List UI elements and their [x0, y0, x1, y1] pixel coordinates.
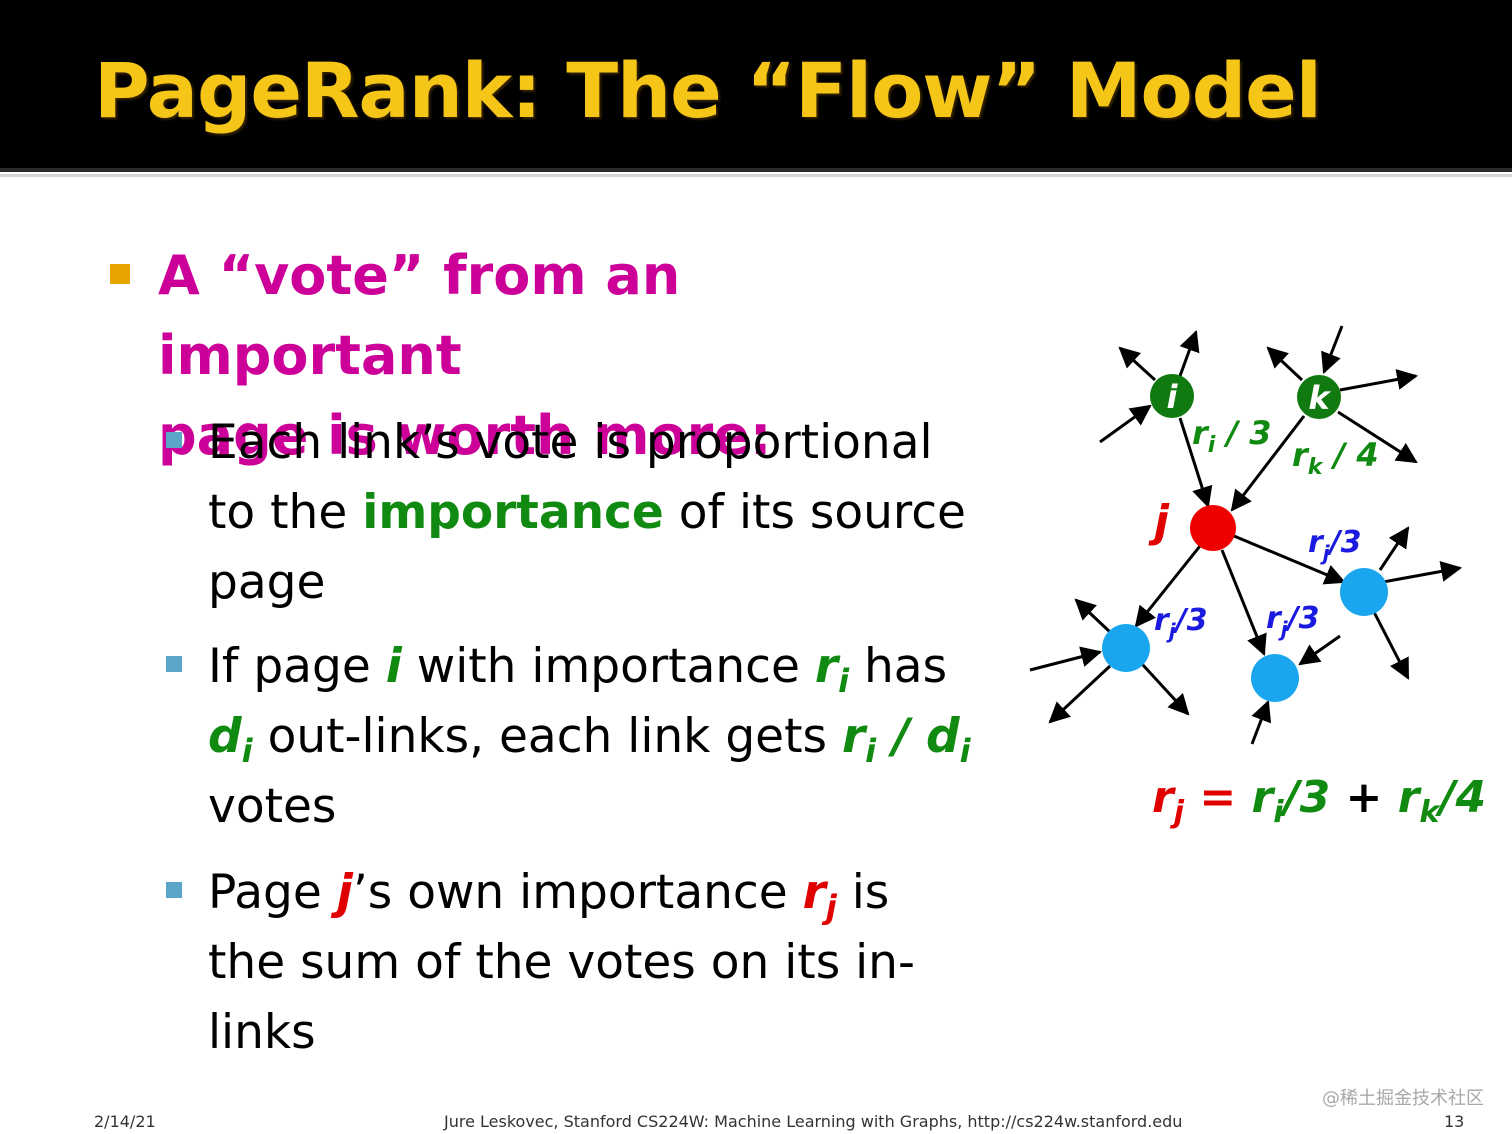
edge	[1178, 330, 1200, 377]
footer-date: 2/14/21	[94, 1112, 156, 1131]
sub-point-line: di out-links, each link gets ri / di	[208, 702, 988, 772]
var-d: d	[208, 709, 242, 764]
node-blue	[1251, 654, 1299, 702]
edge	[1372, 611, 1410, 680]
edge	[1250, 700, 1272, 745]
edge	[1298, 634, 1341, 666]
text-run: is	[836, 865, 890, 920]
sub-point-1: Each link’s vote is proportional to the …	[208, 408, 988, 618]
main-bullet-icon	[110, 264, 130, 284]
slide-title: PageRank: The “Flow” Model	[94, 46, 1322, 135]
title-divider-shadow	[0, 174, 1512, 177]
flow-equation: rj = ri/3 + rk/4	[1152, 772, 1487, 828]
var-i: i	[385, 639, 402, 694]
edge-label-rj: rj/3	[1154, 603, 1208, 643]
var-j: j	[336, 865, 353, 920]
edge-i-to-j	[1178, 417, 1213, 509]
edge-j-out	[1220, 549, 1267, 656]
sub-bullet-icon	[166, 882, 182, 898]
main-point: A “vote” from an important page is worth…	[158, 236, 978, 476]
sub-point-line: page	[208, 555, 326, 610]
text-run: out-links, each link gets	[252, 709, 842, 764]
edge-k-to-j	[1230, 415, 1306, 512]
edge	[1140, 662, 1190, 716]
page-number: 13	[1444, 1112, 1465, 1131]
edge-j-out	[1134, 545, 1202, 628]
var-r: r	[802, 865, 826, 920]
node-i	[1150, 374, 1194, 418]
edge-label-rj: rj/3	[1266, 601, 1320, 641]
edge-label-ri: ri / 3	[1192, 414, 1272, 458]
eq-equals: =	[1184, 772, 1252, 823]
eq-ri: r	[1251, 772, 1274, 823]
edge	[1118, 346, 1157, 382]
edge	[1382, 561, 1463, 584]
edge	[1099, 404, 1152, 444]
subscript-j: j	[825, 888, 837, 926]
node-j	[1190, 505, 1236, 551]
eq-ri-sub: i	[1273, 795, 1284, 830]
sub-point-line: votes	[208, 779, 337, 834]
sub-point-3: Page j’s own importance rj is the sum of…	[208, 858, 988, 1068]
eq-rj: r	[1152, 772, 1174, 823]
sub-point-line: to the importance of its source	[208, 478, 988, 548]
edge	[1266, 346, 1304, 382]
sub-bullet-icon	[166, 656, 182, 672]
node-j-label: j	[1148, 496, 1170, 547]
text-run: If page	[208, 639, 386, 694]
eq-rk: r	[1397, 772, 1420, 823]
node-blue	[1340, 568, 1388, 616]
sub-point-2: If page i with importance ri has di out-…	[208, 632, 988, 842]
sub-point-line: the sum of the votes on its in-	[208, 935, 915, 990]
eq-plus: +	[1330, 772, 1398, 823]
text-run: to the	[208, 485, 363, 540]
edge	[1029, 646, 1103, 672]
subscript-i: i	[959, 732, 971, 770]
text-run: ’s own importance	[352, 865, 803, 920]
subscript-i: i	[241, 732, 253, 770]
edge	[1378, 526, 1410, 571]
sub-point-line: Page j’s own importance rj is	[208, 858, 988, 928]
watermark: @稀土掘金技术社区	[1322, 1088, 1484, 1109]
text-run: has	[849, 639, 948, 694]
sub-point-line: links	[208, 1005, 316, 1060]
var-d: / d	[876, 709, 960, 764]
sub-bullet-icon	[166, 432, 182, 448]
edge-j-out	[1233, 534, 1346, 585]
subscript-i: i	[865, 732, 877, 770]
importance-highlight: importance	[362, 485, 664, 540]
node-k-label: k	[1308, 379, 1331, 417]
title-divider	[0, 168, 1512, 172]
footer-credit: Jure Leskovec, Stanford CS224W: Machine …	[444, 1112, 1183, 1131]
eq-ri-div: /3	[1283, 772, 1331, 823]
eq-rj-sub: j	[1173, 795, 1184, 830]
flow-graph-diagram: i k j ri / 3 rk / 4 rj/3 rj/3 rj/3	[1029, 325, 1463, 745]
text-run: of its source	[663, 485, 966, 540]
edge-label-rj: rj/3	[1308, 525, 1362, 565]
text-run: Page	[208, 865, 337, 920]
eq-rk-sub: k	[1419, 795, 1440, 830]
graph-edges	[1029, 325, 1463, 745]
var-r: r	[814, 639, 839, 694]
edge	[1337, 410, 1418, 464]
eq-rk-div: /4	[1439, 772, 1487, 823]
edge	[1048, 664, 1112, 724]
node-i-label: i	[1167, 378, 1179, 416]
title-bar: PageRank: The “Flow” Model	[0, 0, 1512, 168]
text-run: with importance	[401, 639, 815, 694]
subscript-i: i	[838, 662, 850, 700]
node-k	[1297, 375, 1341, 419]
main-point-line: A “vote” from an important	[158, 244, 681, 387]
node-blue	[1102, 624, 1150, 672]
edge	[1339, 369, 1419, 392]
sub-point-line: Each link’s vote is proportional	[208, 415, 933, 470]
main-point-line: page is worth more:	[158, 404, 772, 467]
var-r: r	[841, 709, 866, 764]
edge	[1074, 598, 1112, 634]
edge-label-rk: rk / 4	[1292, 436, 1379, 480]
edge	[1321, 325, 1344, 374]
sub-point-line: If page i with importance ri has	[208, 632, 988, 702]
edge-labels: ri / 3 rk / 4 rj/3 rj/3 rj/3	[1154, 414, 1379, 643]
